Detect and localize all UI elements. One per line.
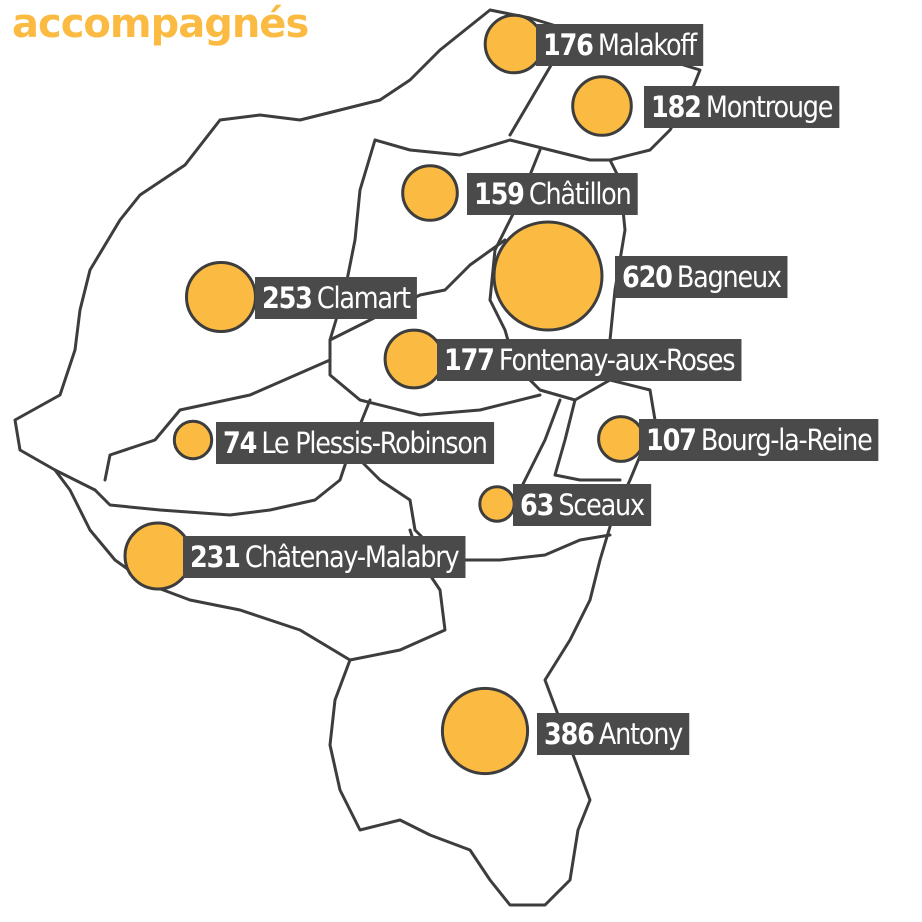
- bubble-chatillon: [401, 164, 459, 222]
- label-commune-name: Sceaux: [558, 488, 645, 522]
- bubble-sceaux: [478, 485, 516, 523]
- label-commune-name: Clamart: [316, 281, 411, 315]
- label-count: 182: [651, 90, 702, 124]
- label-commune-name: Antony: [598, 717, 683, 751]
- map-title: accompagnés: [12, 1, 309, 47]
- bubble-montrouge: [571, 75, 633, 137]
- label-commune-name: Bourg-la-Reine: [700, 423, 873, 457]
- label-count: 386: [544, 717, 595, 751]
- border-bourg-west: [553, 398, 622, 482]
- border-chatenay-north: [53, 468, 97, 492]
- label-count: 620: [622, 260, 673, 294]
- label-commune-name: Bagneux: [676, 260, 782, 294]
- label-count: 177: [444, 343, 495, 377]
- label-count: 253: [262, 281, 313, 315]
- label-commune-name: Fontenay-aux-Roses: [498, 343, 736, 377]
- label-commune-name: Châtillon: [528, 177, 632, 211]
- label-count: 107: [646, 423, 697, 457]
- bubble-bourg-la-reine: [597, 415, 645, 463]
- label-commune-name: Le Plessis-Robinson: [261, 426, 488, 460]
- border-clamart-chatillon: [328, 238, 507, 342]
- label-count: 231: [190, 540, 241, 574]
- label-count: 176: [543, 28, 594, 62]
- label-commune-name: Châtenay-Malabry: [244, 540, 460, 574]
- bubble-malakoff: [483, 13, 545, 75]
- label-count: 74: [223, 426, 257, 460]
- bubble-chatenay-malabry: [123, 521, 193, 591]
- border-clamart-south: [328, 338, 542, 417]
- label-commune-name: Malakoff: [597, 28, 697, 62]
- label-count: 63: [520, 488, 554, 522]
- bubble-le-plessis-robinson: [172, 419, 214, 461]
- bubble-clamart: [185, 261, 257, 333]
- bubble-bagneux: [492, 220, 604, 332]
- border-north: [373, 138, 612, 162]
- bubble-antony: [440, 686, 530, 776]
- border-plessis-north: [103, 358, 332, 482]
- label-commune-name: Montrouge: [705, 90, 834, 124]
- label-count: 159: [474, 177, 525, 211]
- bubble-fontenay-aux-roses: [383, 328, 445, 390]
